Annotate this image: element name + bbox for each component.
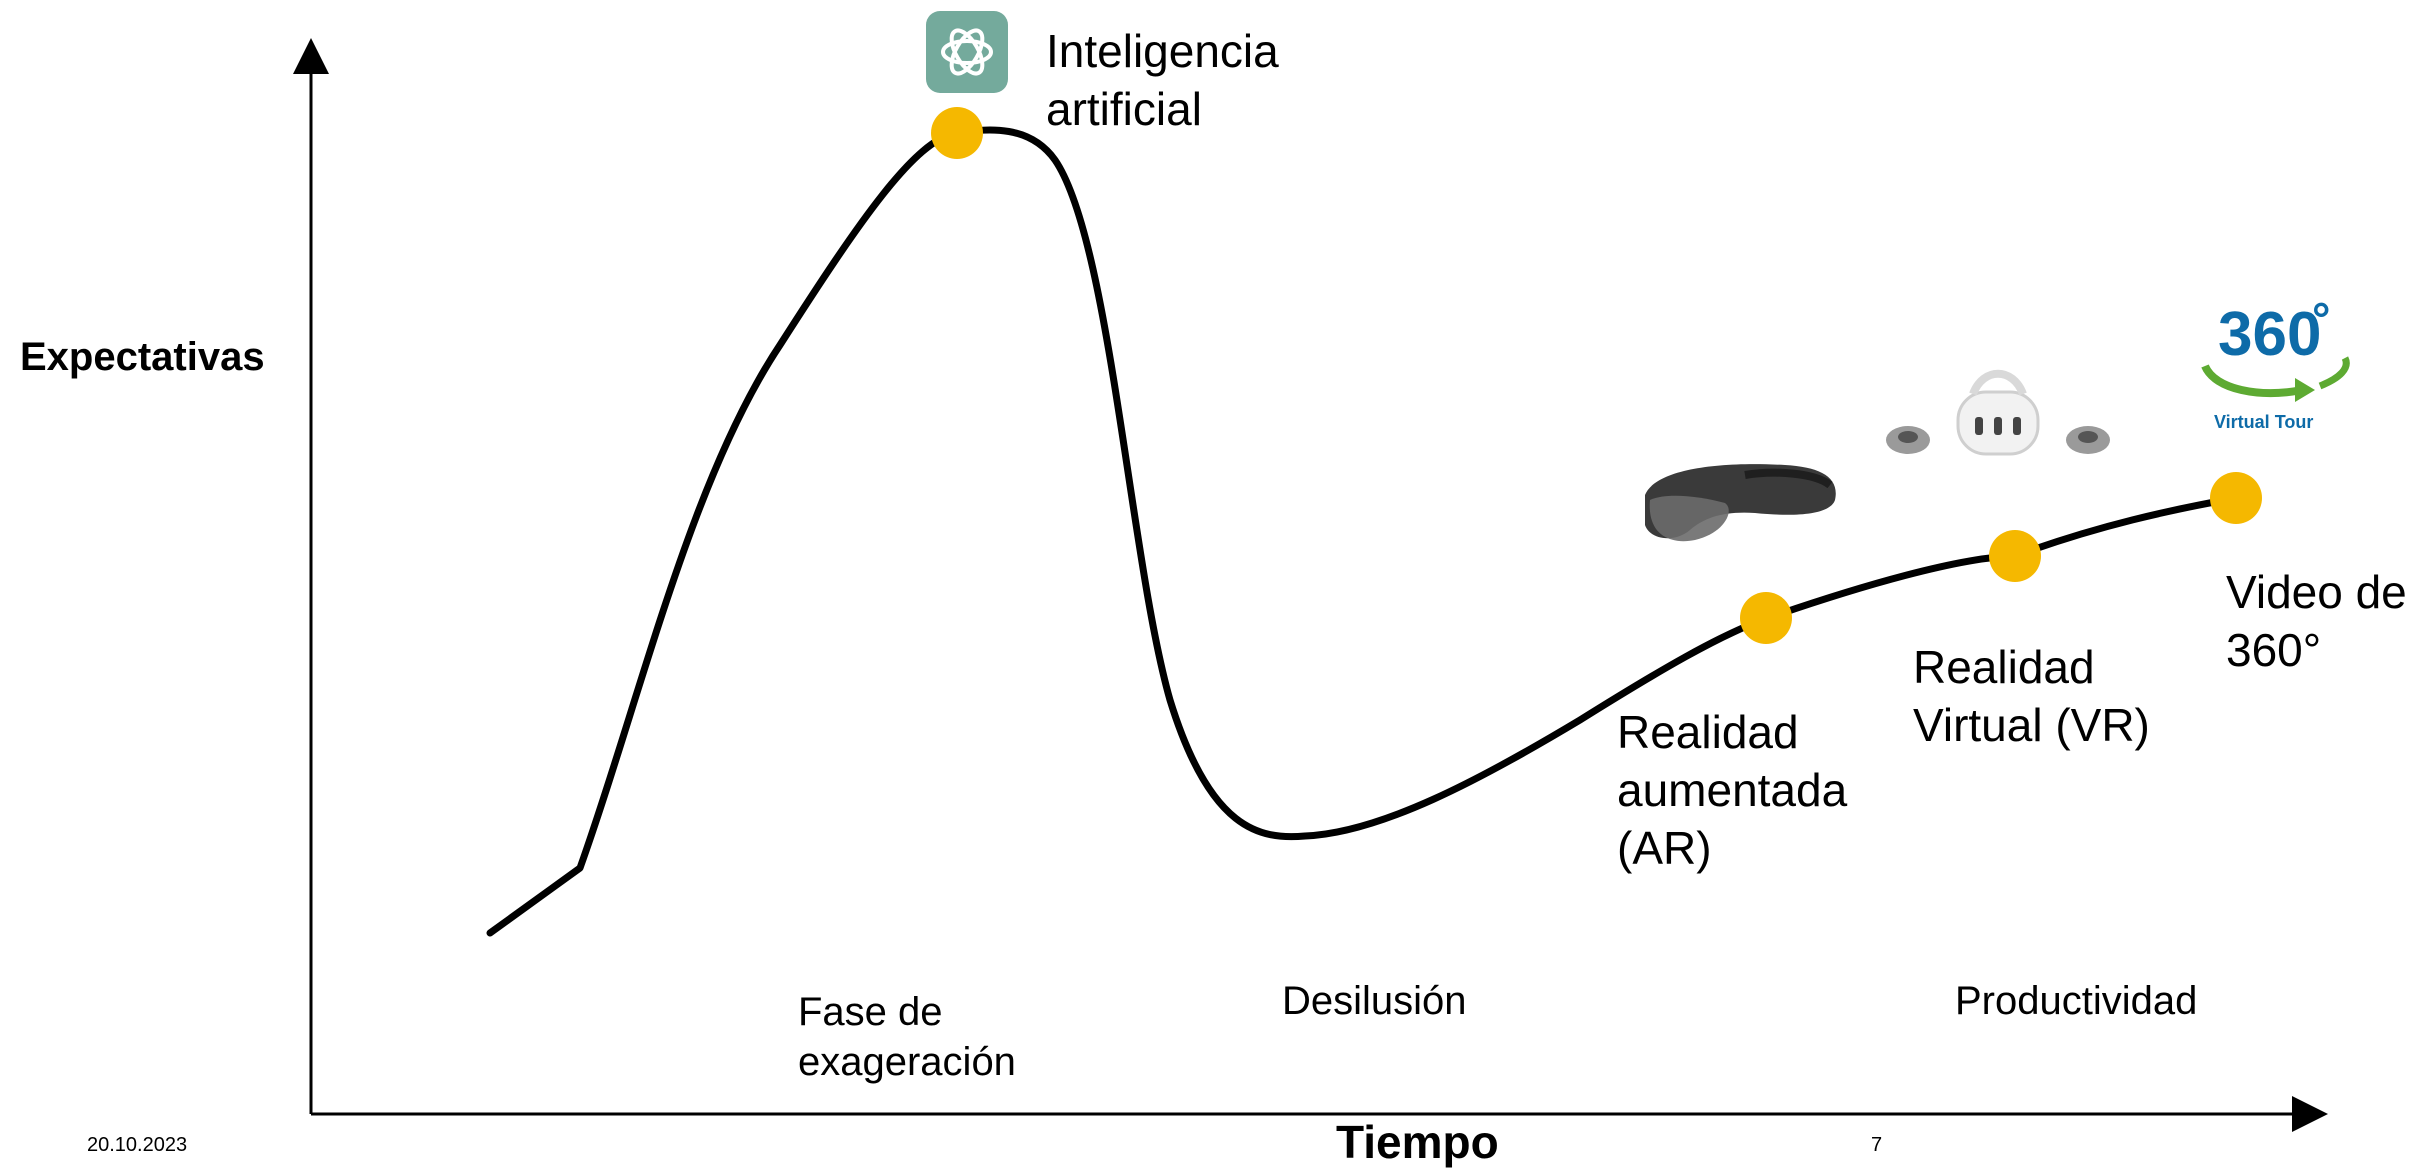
label-ai-line2: artificial [1046, 83, 1202, 135]
logo-360-degree: ° [2312, 293, 2331, 345]
logo-360-number: 360 [2218, 300, 2322, 369]
openai-logo-icon [926, 11, 1008, 93]
point-360 [2210, 472, 2262, 524]
ar-headset-icon [1635, 455, 1845, 555]
label-ai-line1: Inteligencia [1046, 25, 1279, 77]
point-ar [1740, 592, 1792, 644]
phase-hype-line2: exageración [798, 1040, 1016, 1084]
label-360-line2: 360° [2226, 624, 2322, 676]
phase-hype-line1: Fase de [798, 990, 943, 1034]
point-vr [1989, 530, 2041, 582]
label-vr-line2: Virtual (VR) [1913, 699, 2150, 751]
label-ar-line1: Realidad [1617, 706, 1799, 758]
label-ar-line3: (AR) [1617, 822, 1712, 874]
hype-curve [486, 126, 2240, 937]
logo-360-caption: Virtual Tour [2214, 412, 2314, 432]
vr-headset-icon [1883, 362, 2113, 467]
label-vr-line1: Realidad [1913, 641, 2095, 693]
phase-disillusion: Desilusión [1282, 979, 1467, 1023]
footer-date: 20.10.2023 [87, 1134, 188, 1156]
virtual-tour-360-logo-icon: 360 ° Virtual Tour [2190, 293, 2360, 438]
footer-page-number: 7 [1871, 1134, 1883, 1156]
y-axis-label: Expectativas [20, 335, 265, 379]
point-ai [931, 107, 983, 159]
label-ar-line2: aumentada [1617, 764, 1848, 816]
label-360-line1: Video de [2226, 566, 2407, 618]
x-axis-label: Tiempo [1336, 1116, 1499, 1168]
phase-productivity: Productividad [1955, 979, 2198, 1023]
